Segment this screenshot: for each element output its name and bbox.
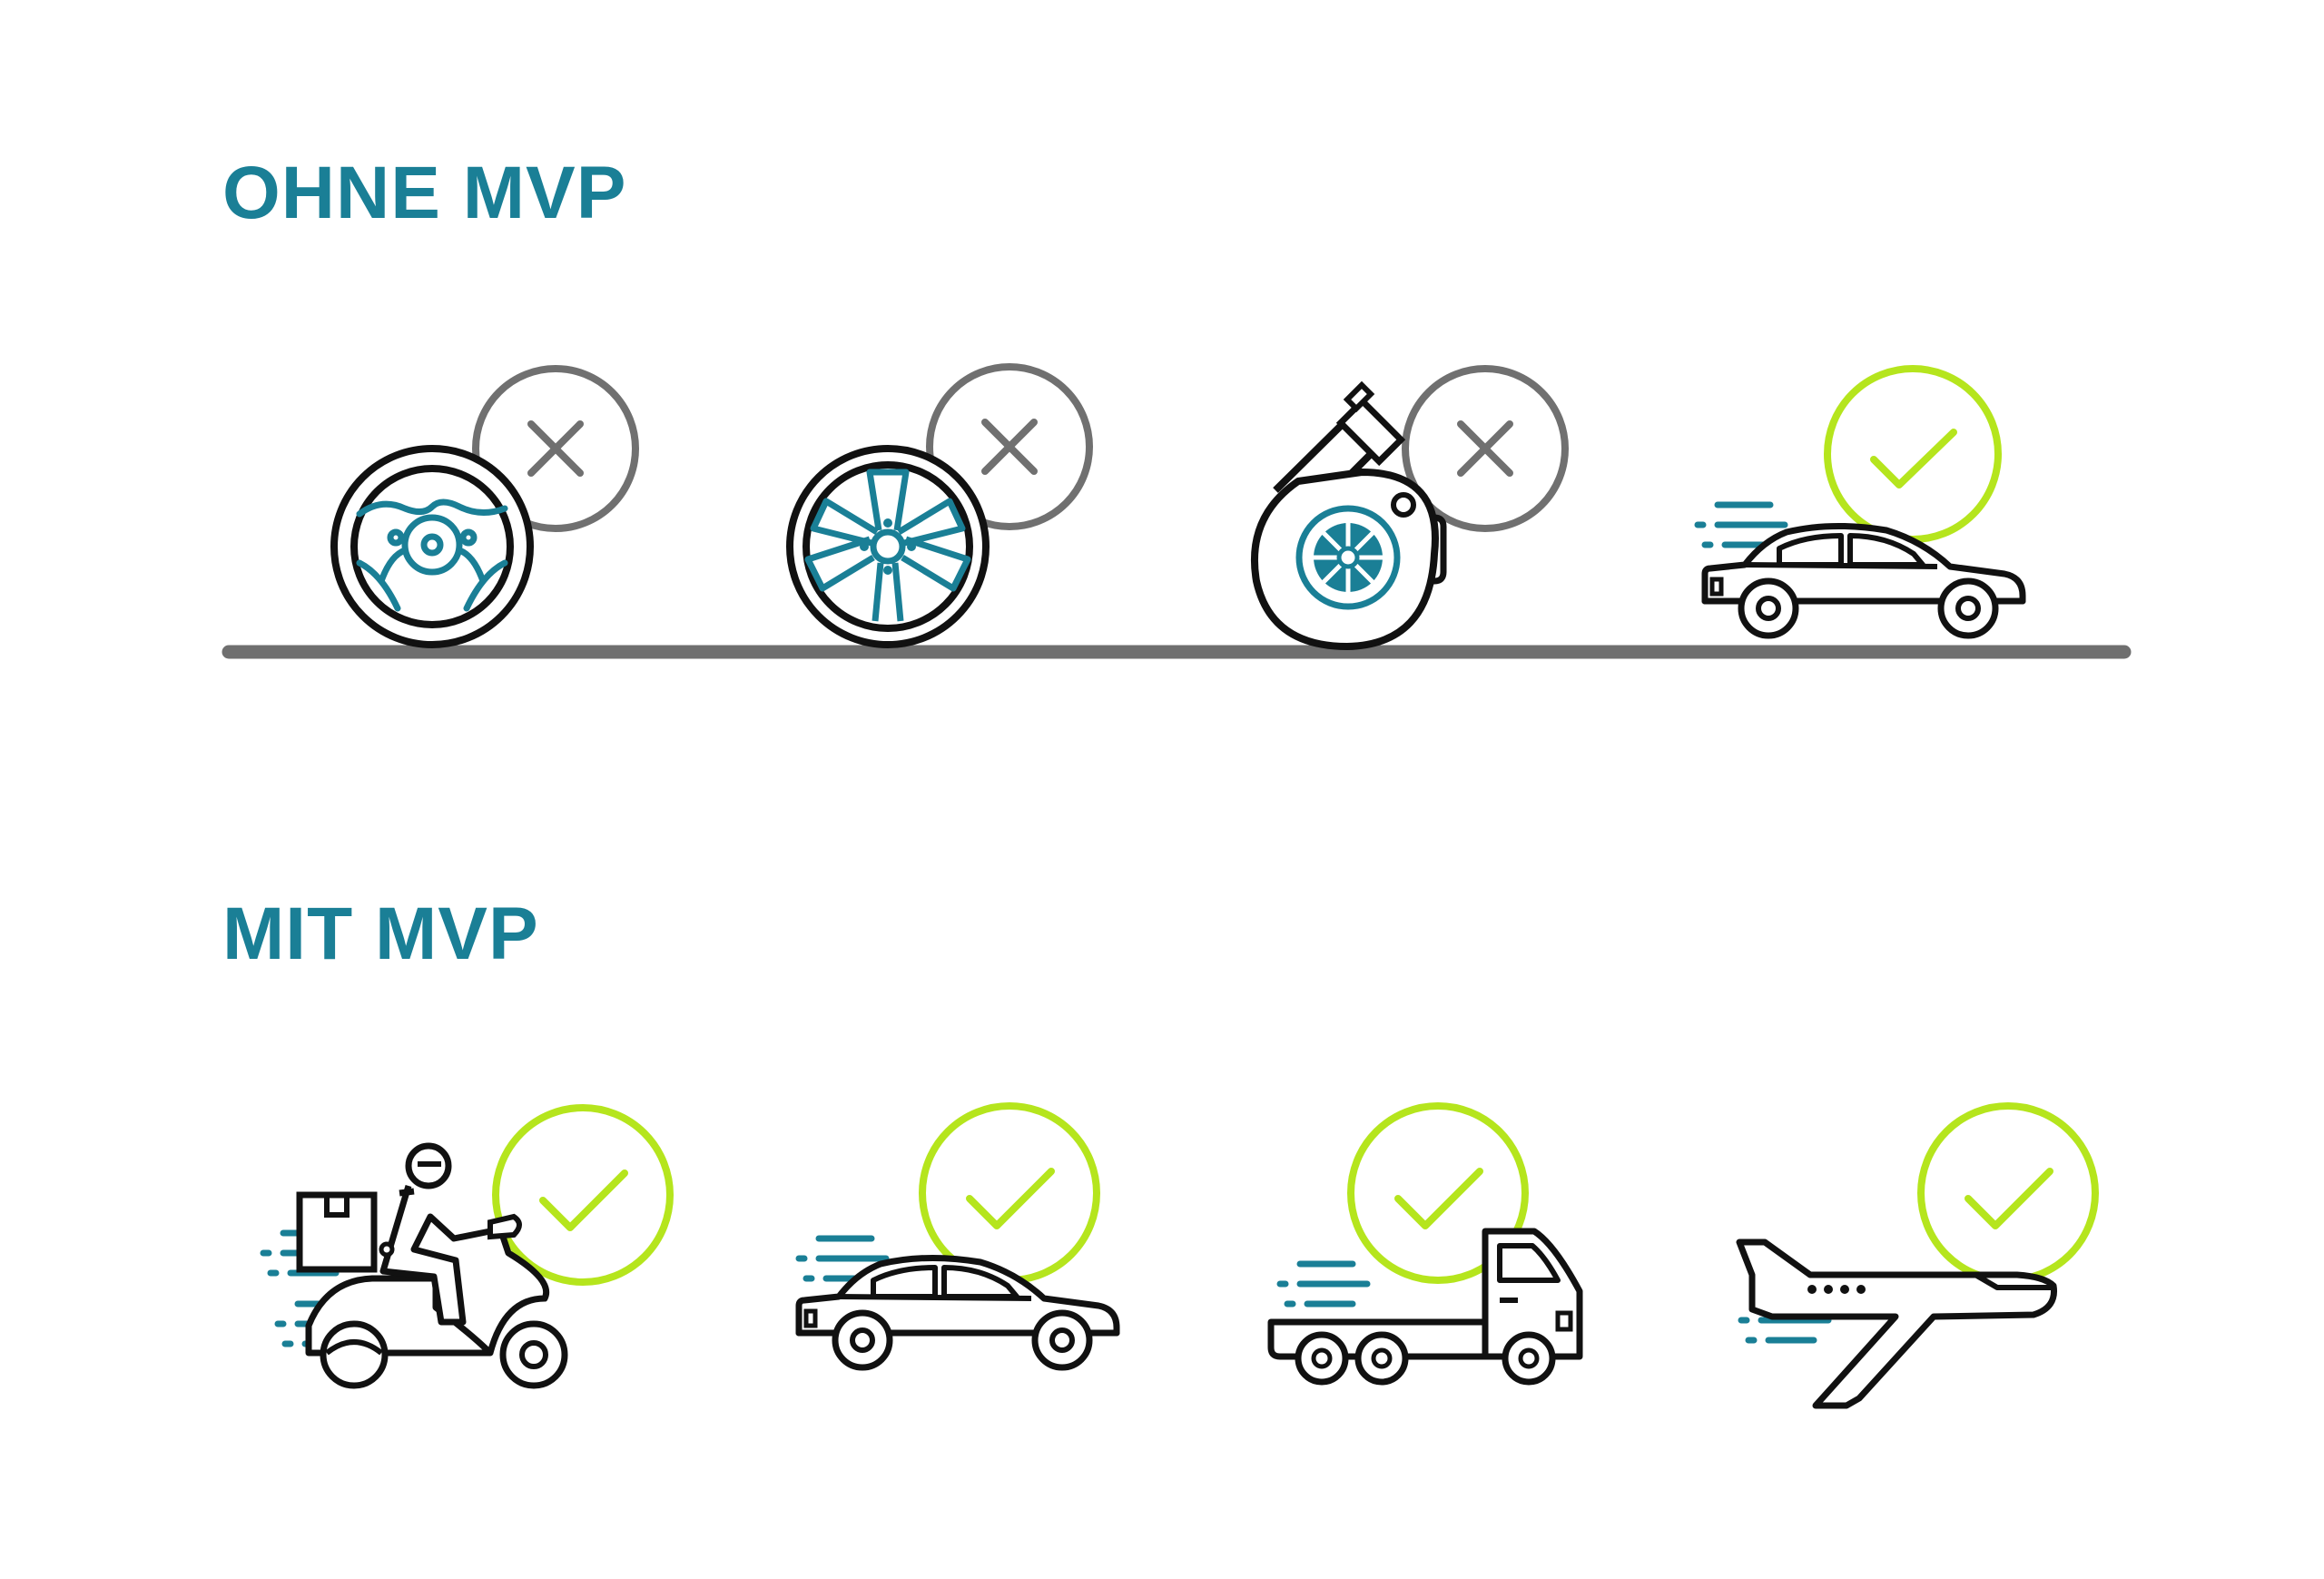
steering-wheel-icon xyxy=(330,365,639,648)
check-icon xyxy=(1965,1168,2053,1229)
turbocharger-icon xyxy=(1250,365,1569,650)
check-badge-5 xyxy=(1917,1102,2099,1284)
check-badge-4 xyxy=(1347,1102,1529,1284)
check-icon xyxy=(1870,429,1957,489)
check-badge-3 xyxy=(919,1102,1100,1284)
section-title-ohne-mvp: OHNE MVP xyxy=(222,152,627,234)
cross-icon xyxy=(981,419,1038,475)
check-icon xyxy=(539,1169,628,1231)
check-badge-2 xyxy=(492,1104,674,1286)
delivery-scooter-icon xyxy=(263,1104,674,1389)
cross-icon xyxy=(1457,420,1513,477)
cross-icon xyxy=(527,420,584,477)
wheel-rim-icon xyxy=(786,363,1093,648)
airplane-icon xyxy=(1736,1102,2099,1409)
check-icon xyxy=(1394,1168,1483,1229)
car-icon xyxy=(1698,365,2023,636)
check-icon xyxy=(966,1168,1055,1229)
section-title-mit-mvp: MIT MVP xyxy=(222,893,539,975)
car-icon-2 xyxy=(799,1102,1117,1367)
check-badge-1 xyxy=(1824,365,2002,543)
truck-icon xyxy=(1267,1102,1583,1386)
